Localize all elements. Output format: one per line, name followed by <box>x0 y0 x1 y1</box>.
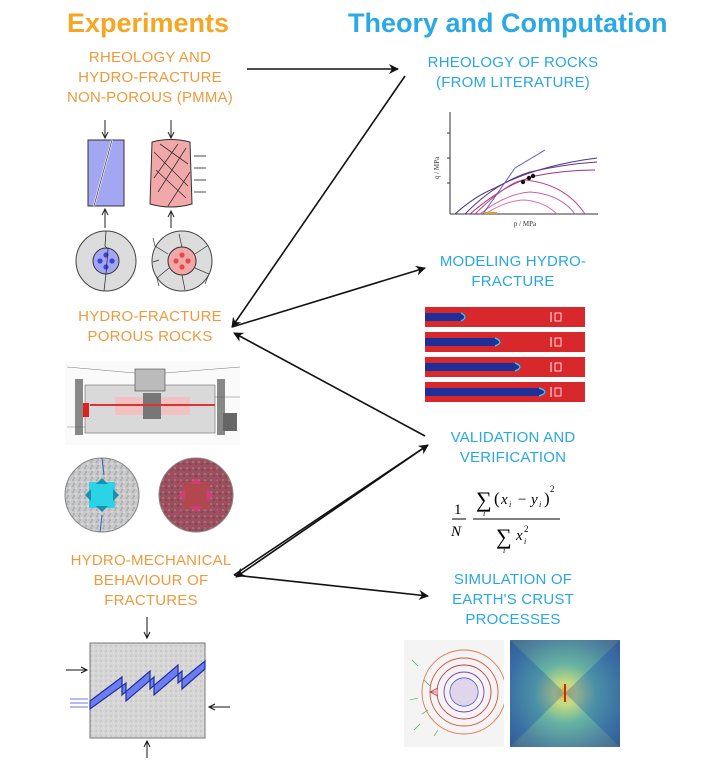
experiments-header: Experiments <box>66 8 230 38</box>
label-validation-verification: VALIDATION AND VERIFICATION <box>450 429 576 466</box>
svg-text:∑: ∑ <box>496 524 512 549</box>
arrow-porous-to-modeling <box>231 265 426 328</box>
rheology-plot: q / MPa p / MPa <box>433 112 598 228</box>
triaxial-apparatus-schematic <box>65 361 241 445</box>
svg-text:i: i <box>483 509 485 518</box>
svg-text:x: x <box>500 492 508 508</box>
svg-text:N: N <box>450 524 462 540</box>
fracture-shear-block <box>66 617 230 758</box>
label-hydrofracture-porous: HYDRO-FRACTURE POROUS ROCKS <box>78 308 222 345</box>
simulation-stress-field <box>510 640 620 747</box>
svg-text:2: 2 <box>550 484 555 494</box>
hf-strip-1 <box>425 307 585 327</box>
svg-text:∑: ∑ <box>476 487 492 512</box>
svg-text:2: 2 <box>524 524 529 534</box>
rheology-ylabel: q / MPa <box>433 156 441 179</box>
svg-text:1: 1 <box>454 502 462 518</box>
hf-strip-3 <box>425 357 585 377</box>
label-modeling-hydrofracture: MODELING HYDRO- FRACTURE <box>439 253 587 290</box>
svg-text:x: x <box>515 528 523 544</box>
hf-strip-4 <box>425 382 585 402</box>
arrow-validation-to-porous <box>233 332 426 437</box>
svg-text:−: − <box>518 492 526 508</box>
arrow-validation-back-to-hm <box>235 444 429 578</box>
rheology-xlabel: p / MPa <box>514 220 537 228</box>
svg-text:(: ( <box>494 489 500 508</box>
label-simulation-earth-crust: SIMULATION OF EARTH'S CRUST PROCESSES <box>452 571 574 628</box>
hf-strip-2 <box>425 332 585 352</box>
porous-rock-discs <box>64 457 234 533</box>
pmma-block-specimens <box>87 120 206 228</box>
simulation-stress-trajectories <box>404 640 504 747</box>
label-rheology-hydrofracture-pmma: RHEOLOGY AND HYDRO-FRACTURE NON-POROUS (… <box>67 49 233 106</box>
arrow-hm-to-simulation <box>233 574 429 601</box>
label-hydromechanical-fractures: HYDRO-MECHANICAL BEHAVIOUR OF FRACTURES <box>70 552 232 609</box>
svg-text:i: i <box>539 500 541 509</box>
svg-text:i: i <box>503 546 505 555</box>
hydrofracture-model-strips <box>425 307 585 402</box>
label-rheology-of-rocks: RHEOLOGY OF ROCKS (FROM LITERATURE) <box>427 54 599 91</box>
error-metric-formula: 1 N ∑ i ( x i − y i ) 2 ∑ i x i 2 <box>450 484 560 555</box>
theory-header: Theory and Computation <box>348 8 668 38</box>
svg-text:i: i <box>509 500 511 509</box>
arrow-rheology-to-porous <box>231 75 406 328</box>
pmma-disc-specimens <box>75 230 213 292</box>
svg-text:y: y <box>529 492 538 508</box>
svg-text:i: i <box>524 537 526 546</box>
svg-text:): ) <box>544 489 550 508</box>
